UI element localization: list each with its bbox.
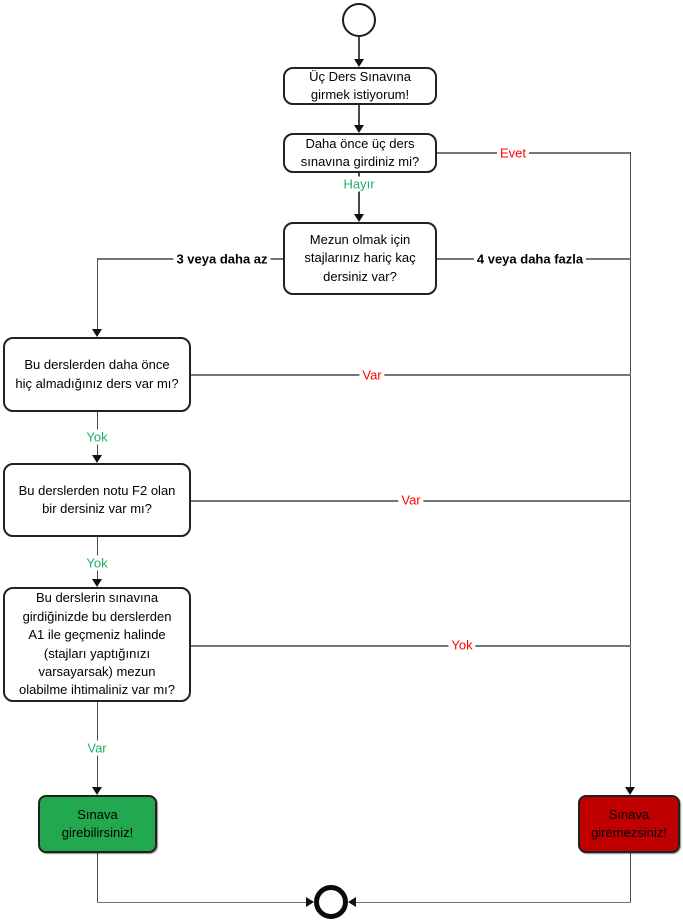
node-question-f2-grade: Bu derslerden notu F2 olan bir dersiniz … <box>3 463 191 537</box>
edge-right-rail <box>629 152 631 787</box>
arrowhead-into-denied <box>625 787 635 795</box>
edge-bottom-right <box>356 901 631 903</box>
start-circle <box>342 3 376 37</box>
edge-label-three-or-less: 3 veya daha az <box>173 251 271 267</box>
edge-prior-to-courses <box>358 172 360 214</box>
edge-denied-down <box>629 853 631 903</box>
arrowhead-into-intro <box>354 59 364 67</box>
edge-evet-horizontal <box>437 152 631 154</box>
edge-label-evet: Evet <box>496 145 530 161</box>
node-question-courses-left: Mezun olmak için stajlarınız hariç kaç d… <box>283 222 437 295</box>
edge-yok-chance <box>190 645 631 647</box>
arrowhead-into-prior <box>354 125 364 133</box>
edge-label-var-never-taken: Var <box>359 367 385 383</box>
arrowhead-into-allowed <box>92 787 102 795</box>
edge-label-yok-never-taken: Yok <box>83 429 111 445</box>
edge-start-to-intro <box>358 37 360 60</box>
node-result-allowed: Sınava girebilirsiniz! <box>38 795 157 853</box>
node-question-graduate-chance: Bu derslerin sınavına girdiğinizde bu de… <box>3 587 191 702</box>
node-question-never-taken: Bu derslerden daha önce hiç almadığınız … <box>3 337 191 412</box>
edge-left-down-1 <box>96 258 98 329</box>
node-result-denied: Sınava giremezsiniz! <box>578 795 680 853</box>
arrowhead-into-end-right <box>348 897 356 907</box>
edge-label-hayir: Hayır <box>340 176 378 192</box>
edge-label-yok-chance: Yok <box>448 637 476 653</box>
arrowhead-into-end-left <box>306 897 314 907</box>
arrowhead-into-chance <box>92 579 102 587</box>
edge-var-never-taken <box>190 374 631 376</box>
arrowhead-into-f2 <box>92 455 102 463</box>
node-intro: Üç Ders Sınavına girmek istiyorum! <box>283 67 437 105</box>
edge-allowed-down <box>96 853 98 903</box>
edge-bottom-left <box>97 901 306 903</box>
edge-label-var-chance: Var <box>84 740 110 756</box>
edge-label-four-or-more: 4 veya daha fazla <box>473 251 587 267</box>
node-question-prior-exam: Daha önce üç ders sınavına girdiniz mi? <box>283 133 437 173</box>
edge-label-yok-f2: Yok <box>83 555 111 571</box>
end-circle <box>314 885 348 919</box>
edge-intro-to-prior <box>358 105 360 125</box>
arrowhead-into-courses <box>354 214 364 222</box>
edge-label-var-f2: Var <box>398 492 424 508</box>
arrowhead-into-never-taken <box>92 329 102 337</box>
